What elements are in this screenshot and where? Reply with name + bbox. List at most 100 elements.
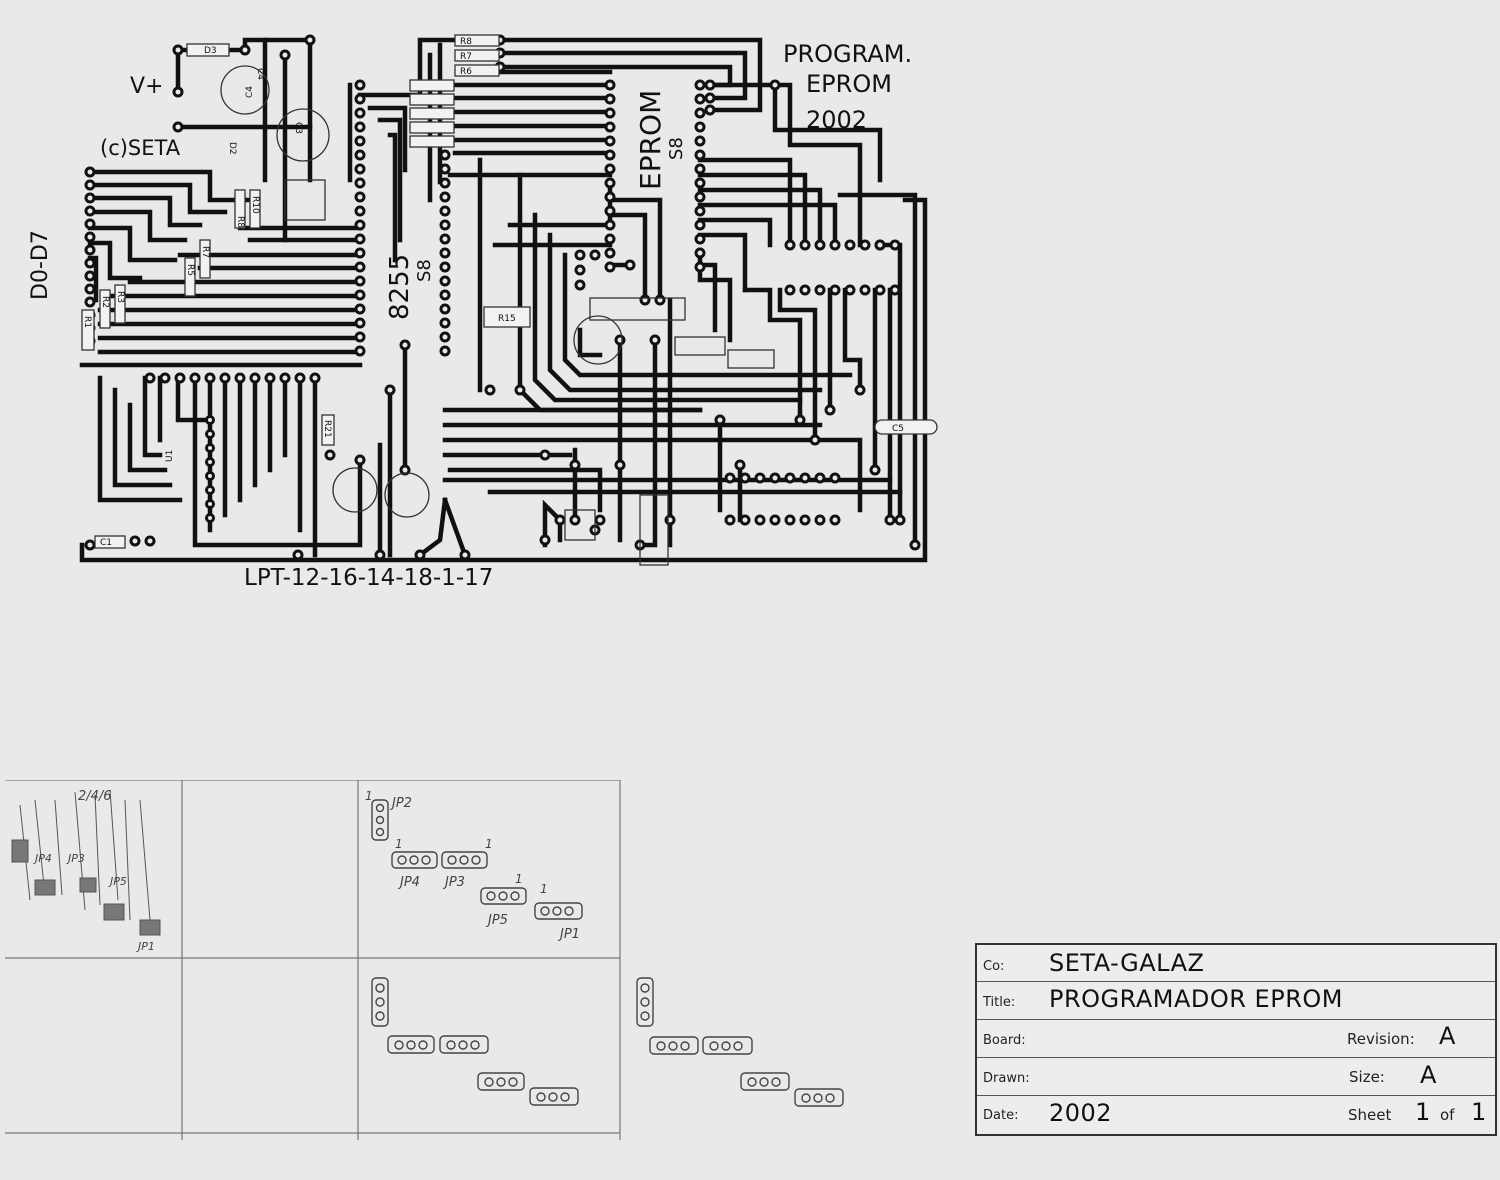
solder-pad [129,535,141,547]
solder-pad [304,34,316,46]
size-value: A [1420,1061,1437,1089]
ic-8255-label: 8255 [385,254,415,320]
solder-pad [324,449,336,461]
solder-pad [374,549,386,561]
label-jp4: JP4 [397,875,420,890]
pcb-year: 2002 [806,106,867,134]
title-block-row-company: Co: SETA-GALAZ [977,945,1495,982]
ic-8255-sub: S8 [414,259,435,282]
scribble-jp-b: JP3 [66,852,85,865]
solder-pad [604,79,616,91]
solder-pad [604,93,616,105]
jumper-group-2 [371,977,579,1106]
pcb-layout: D3 C4 C4 C3 D2 R10 R8 R7 R5 R3 R2 R1 R15… [28,34,938,591]
drawn-label: Drawn: [983,1071,1030,1086]
date-label: Date: [983,1108,1019,1123]
board-outline [79,197,928,563]
solder-pad [205,499,215,509]
pin1-mark-jp2: 1 [365,789,373,803]
label-r3: R3 [115,291,125,303]
solder-pad [784,472,796,484]
solder-pad [439,261,451,273]
solder-pad [694,177,706,189]
solder-pad [84,283,96,295]
solder-pad [589,249,601,261]
solder-pad [219,372,231,384]
solder-pad [654,294,666,306]
solder-pad [604,191,616,203]
solder-pad [172,44,184,56]
sheet-of: of [1440,1106,1455,1124]
solder-pad [554,514,566,526]
solder-pad [829,239,841,251]
label-jp5: JP5 [485,913,508,928]
title-value: PROGRAMADOR EPROM [1049,985,1343,1013]
solder-pad [399,339,411,351]
title-label: Title: [983,995,1016,1010]
solder-pad [439,191,451,203]
scribble-jp-a: JP4 [33,852,52,865]
solder-pad [614,459,626,471]
solder-pad [205,471,215,481]
date-value: 2002 [1049,1099,1113,1127]
solder-pad [354,79,366,91]
solder-pad [439,205,451,217]
label-jp1: JP1 [557,927,580,942]
scribble-drawing [11,789,161,936]
solder-pad [704,92,716,104]
revision-label: Revision: [1347,1030,1415,1048]
solder-pad [439,275,451,287]
label-r5: R5 [185,264,195,276]
label-rb1: R8 [460,37,472,47]
data-bus-label: D0-D7 [28,230,53,300]
pin1-mark-jp3: 1 [485,837,493,851]
solder-pad [84,179,96,191]
pcb-title-line2: EPROM [806,70,892,98]
schematic-sheet: { "pcb": { "title_line1": "PROGRAM.", "t… [5,34,1497,1140]
sheet-total: 1 [1471,1098,1487,1126]
solder-pad [739,514,751,526]
solder-pad [894,514,906,526]
solder-pad [514,384,526,396]
label-c1: C1 [100,538,112,548]
label-c4b: C4 [245,86,255,98]
solder-pad [354,205,366,217]
solder-pad [205,513,215,523]
solder-pad [354,121,366,133]
solder-pad [784,284,796,296]
solder-pad [84,218,96,230]
copyright-label: (c)SETA [100,136,181,160]
solder-pad [604,261,616,273]
solder-pad [205,457,215,467]
solder-pad [604,135,616,147]
solder-pad [189,372,201,384]
solder-pad [539,534,551,546]
board-label: Board: [983,1033,1026,1048]
solder-pad [854,384,866,396]
solder-pad [84,257,96,269]
solder-pad [354,191,366,203]
solder-pad [159,372,171,384]
solder-pad [794,414,806,426]
title-block-row-drawn: Drawn: Size: A [977,1058,1495,1096]
solder-pad [144,535,156,547]
title-block-row-board: Board: Revision: A [977,1020,1495,1058]
solder-pad [399,464,411,476]
solder-pad [734,459,746,471]
label-c5: C5 [892,424,904,434]
solder-pad [439,317,451,329]
solder-pad [694,247,706,259]
solder-pad [574,264,586,276]
solder-pad [814,284,826,296]
solder-pad [459,549,471,561]
scribble-jp-c: JP5 [108,875,127,888]
solder-pad [694,219,706,231]
solder-pad [205,443,215,453]
solder-pad [84,192,96,204]
solder-pad [249,372,261,384]
solder-pad [574,249,586,261]
solder-pad [754,472,766,484]
solder-pad [799,239,811,251]
solder-pad [664,514,676,526]
label-r1: R1 [82,316,92,328]
